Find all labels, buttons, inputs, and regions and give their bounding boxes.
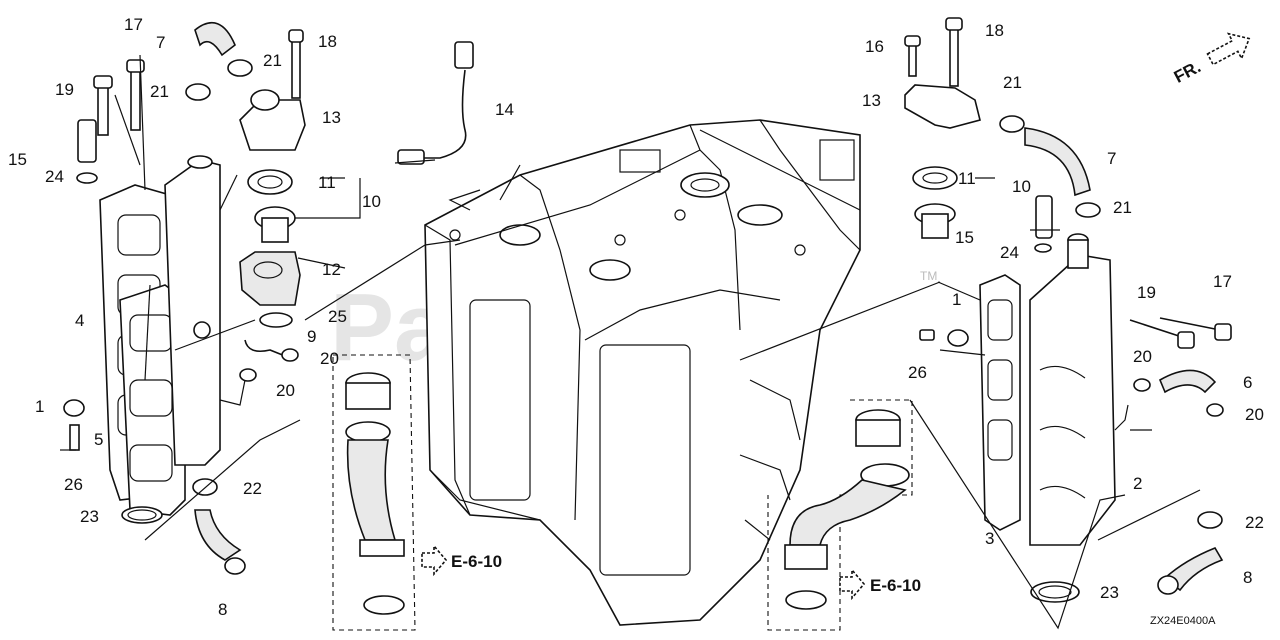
callout-20-left-a: 20	[320, 349, 339, 368]
callout-21-left-a: 21	[263, 51, 282, 70]
callout-18-right: 18	[985, 21, 1004, 40]
callout-22-left: 22	[243, 479, 262, 498]
callout-23-right: 23	[1100, 583, 1119, 602]
callout-19-right: 19	[1137, 283, 1156, 302]
callout-4: 4	[75, 311, 84, 330]
reference-e-6-10-right: E-6-10	[839, 567, 921, 601]
callout-17-left: 17	[124, 15, 143, 34]
callout-19-left: 19	[55, 80, 74, 99]
callout-2: 2	[1133, 474, 1142, 493]
callout-24-left: 24	[45, 167, 64, 186]
reference-e-6-10-left: E-6-10	[421, 543, 502, 577]
callout-5: 5	[94, 430, 103, 449]
callout-20-left-b: 20	[276, 381, 295, 400]
callout-23-left: 23	[80, 507, 99, 526]
callout-8-right: 8	[1243, 568, 1252, 587]
right-small-parts	[904, 17, 1232, 603]
callout-10-right: 10	[1012, 177, 1031, 196]
callout-21-left-b: 21	[150, 82, 169, 101]
callout-20-right-b: 20	[1245, 405, 1264, 424]
left-cover-assembly	[99, 155, 246, 516]
callout-7-right: 7	[1107, 149, 1116, 168]
front-label: FR.	[1171, 57, 1204, 87]
callout-14: 14	[495, 100, 514, 119]
left-small-parts	[63, 21, 474, 575]
reference-label-left: E-6-10	[451, 552, 502, 571]
callout-25: 25	[328, 307, 347, 326]
right-cover-assembly	[979, 233, 1129, 546]
callout-1-right: 1	[952, 290, 961, 309]
callout-9: 9	[307, 327, 316, 346]
left-water-tube-assembly	[332, 354, 416, 631]
drawing-code: ZX24E0400A	[1150, 615, 1216, 627]
callout-17-right: 17	[1213, 272, 1232, 291]
callout-3: 3	[985, 529, 994, 548]
reference-label-right: E-6-10	[870, 576, 921, 595]
callout-13-right: 13	[862, 91, 881, 110]
cylinder-block-drawing	[424, 119, 861, 626]
leader-lines	[60, 54, 1201, 630]
callout-1-left: 1	[35, 397, 44, 416]
callout-24-right: 24	[1000, 243, 1019, 262]
callout-21-right-a: 21	[1003, 73, 1022, 92]
callout-18-left: 18	[318, 32, 337, 51]
callout-15-left: 15	[8, 150, 27, 169]
callout-6: 6	[1243, 373, 1252, 392]
callout-26-right: 26	[908, 363, 927, 382]
callout-11-left: 11	[318, 173, 336, 192]
callout-20-right-a: 20	[1133, 347, 1152, 366]
callout-labels: 17 7 21 21 18 19 13 14 15 24 11 10 12 25…	[8, 15, 1264, 619]
callout-15-right: 15	[955, 228, 974, 247]
callout-13-left: 13	[322, 108, 341, 127]
callout-26-left: 26	[64, 475, 83, 494]
callout-16: 16	[865, 37, 884, 56]
callout-8-left: 8	[218, 600, 227, 619]
callout-21-right-b: 21	[1113, 198, 1132, 217]
callout-11-right: 11	[958, 169, 976, 188]
right-water-tube-assembly	[767, 399, 913, 631]
callout-12: 12	[322, 260, 341, 279]
front-direction-arrow: FR.	[1171, 32, 1251, 87]
callout-7-left: 7	[156, 33, 165, 52]
callout-10-left: 10	[362, 192, 381, 211]
callout-22-right: 22	[1245, 513, 1264, 532]
trademark: TM	[920, 269, 937, 283]
